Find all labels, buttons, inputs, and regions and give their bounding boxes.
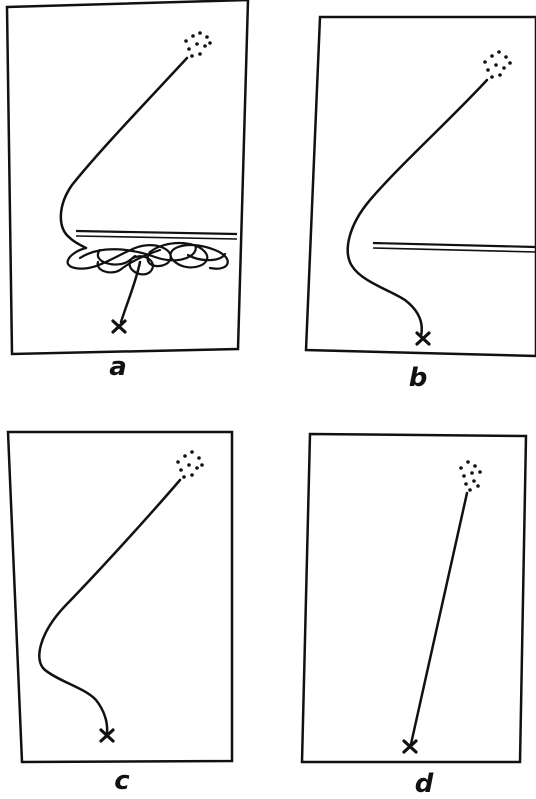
panel-b-target-cluster bbox=[483, 50, 512, 79]
panel-a-label: a bbox=[109, 352, 127, 382]
panel-d-start-cross bbox=[402, 739, 418, 754]
panel-b-frame bbox=[304, 15, 536, 358]
panel-a: a bbox=[5, 0, 250, 382]
panel-c-path bbox=[38, 478, 182, 735]
panel-d: d bbox=[300, 432, 528, 799]
panel-c-frame bbox=[6, 430, 234, 764]
panel-a-target-cluster bbox=[184, 31, 212, 58]
panel-b-label: b bbox=[409, 363, 428, 393]
panel-a-barrier bbox=[75, 229, 238, 240]
panel-b-path bbox=[346, 78, 489, 338]
panel-c-target-cluster bbox=[176, 450, 204, 479]
panel-d-label: d bbox=[415, 769, 434, 799]
panel-d-frame bbox=[300, 432, 528, 764]
panel-c: c bbox=[6, 430, 234, 796]
panel-a-frame bbox=[5, 0, 250, 356]
panel-b-start-cross bbox=[415, 331, 431, 346]
panel-c-start-cross bbox=[99, 728, 115, 743]
panel-a-path bbox=[59, 56, 189, 250]
panel-a-start-cross bbox=[111, 319, 127, 334]
panel-b-barrier bbox=[372, 241, 536, 253]
panel-b: b bbox=[304, 15, 536, 393]
panel-a-path-tail bbox=[119, 260, 142, 324]
panel-c-label: c bbox=[114, 766, 130, 796]
panel-d-path bbox=[409, 491, 469, 746]
panel-a-tangle bbox=[66, 242, 229, 276]
panel-d-target-cluster bbox=[459, 460, 482, 492]
